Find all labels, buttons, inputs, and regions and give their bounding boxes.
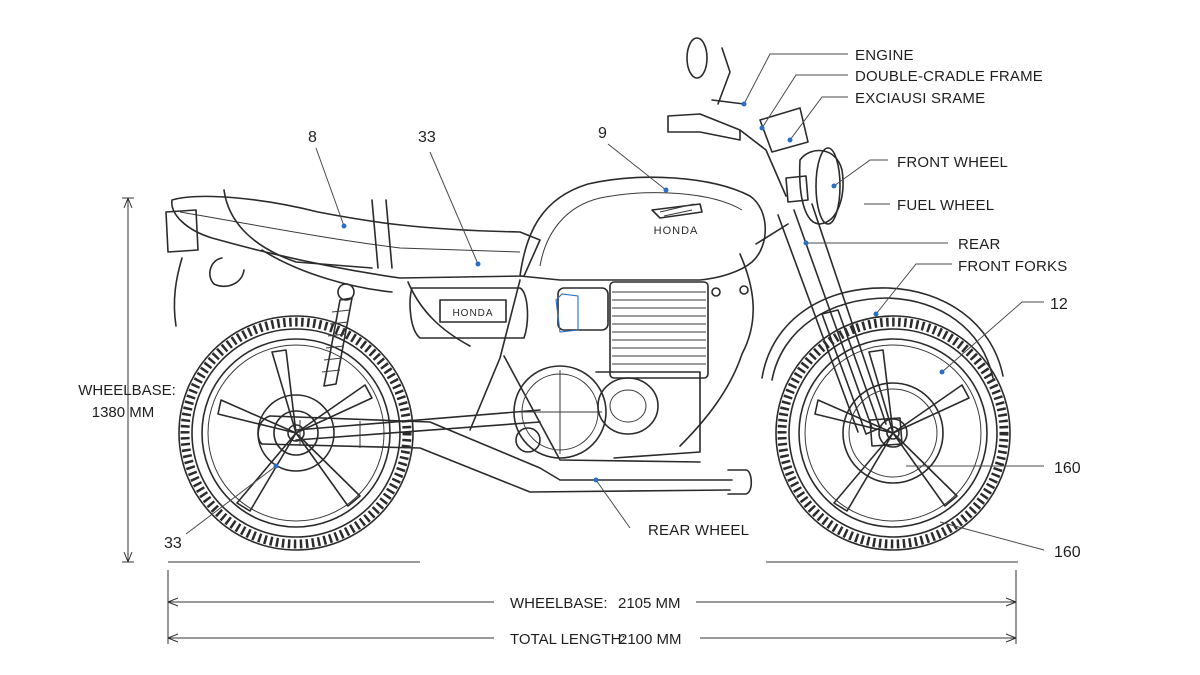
- exhaust-frame-marker: [787, 137, 793, 143]
- label-front-forks: FRONT FORKS: [958, 258, 1067, 275]
- label-rear: REAR: [958, 236, 1000, 253]
- label-num-160-b: 160: [1054, 544, 1081, 561]
- marker-9: [663, 187, 669, 193]
- headlight-drawing: [667, 37, 844, 225]
- label-fuel-wheel: FUEL WHEEL: [897, 197, 994, 214]
- marker-8: [341, 223, 347, 229]
- rear-marker: [803, 240, 809, 246]
- rear-wheel-drawing: [178, 315, 414, 551]
- frame-marker: [759, 125, 765, 131]
- front-wheel-marker: [831, 183, 837, 189]
- frame-drawing: [407, 223, 789, 463]
- marker-12: [939, 369, 945, 375]
- label-front-wheel: FRONT WHEEL: [897, 154, 1008, 171]
- total-length-value: 2100 MM: [619, 631, 682, 648]
- label-num-12: 12: [1050, 296, 1068, 313]
- label-num-160-a: 160: [1054, 460, 1081, 477]
- label-num-33-bottom: 33: [164, 535, 182, 552]
- height-dimension-label: WHEELBASE:: [78, 382, 176, 399]
- front-wheel-drawing: [775, 315, 1011, 551]
- marker-33-bottom: [273, 463, 279, 469]
- label-double-cradle-frame: DOUBLE-CRADLE FRAME: [855, 68, 1043, 85]
- rear-suspension-drawing: [295, 283, 541, 441]
- marker-33-top: [475, 261, 481, 267]
- callout-labels: ENGINE DOUBLE-CRADLE FRAME EXCIAUSI SRAM…: [164, 47, 1081, 561]
- front-forks-drawing: [761, 203, 1004, 447]
- engine-marker: [741, 101, 747, 107]
- fuel-tank-drawing: HONDA: [519, 176, 767, 281]
- side-cover-drawing: HONDA: [409, 287, 529, 339]
- seat-drawing: [165, 189, 541, 327]
- wheelbase-dimension-label: WHEELBASE:: [510, 595, 608, 612]
- rear-wheel-marker: [593, 477, 599, 483]
- label-rear-wheel: REAR WHEEL: [648, 522, 749, 539]
- leader-lines: [185, 53, 1045, 551]
- tank-honda-wing-logo: HONDA: [651, 203, 703, 237]
- dimension-labels: WHEELBASE: 1380 MM WHEELBASE: 2105 MM TO…: [78, 382, 681, 648]
- label-num-8: 8: [308, 129, 317, 146]
- label-num-9: 9: [598, 125, 607, 142]
- label-num-33-top: 33: [418, 129, 436, 146]
- height-dimension-value: 1380 MM: [92, 404, 155, 421]
- tank-logo-text: HONDA: [654, 225, 699, 237]
- total-length-label: TOTAL LENGTH:: [510, 631, 626, 648]
- front-forks-marker: [873, 311, 879, 317]
- engine-drawing: [513, 281, 749, 459]
- dimension-lines: [122, 197, 1018, 644]
- label-engine: ENGINE: [855, 47, 914, 64]
- label-exhaust-frame: EXCIAUSI SRAME: [855, 90, 985, 107]
- wheelbase-dimension-value: 2105 MM: [618, 595, 681, 612]
- side-cover-logo-text: HONDA: [452, 308, 493, 319]
- exhaust-drawing: [257, 415, 753, 495]
